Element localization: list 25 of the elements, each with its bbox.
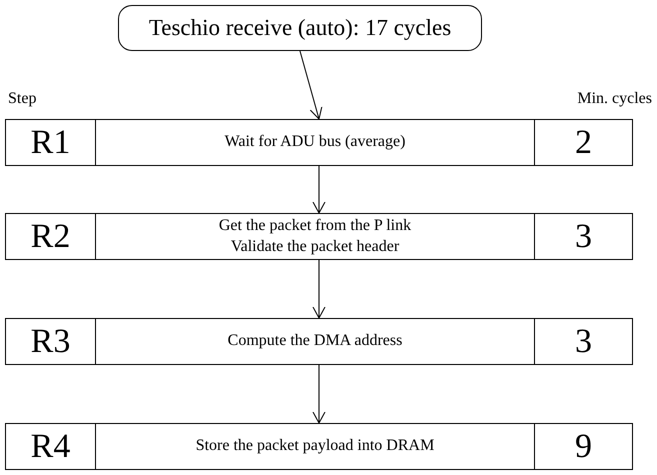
column-heading: Min. cycles	[577, 90, 652, 108]
step-description: Validate the packet header	[230, 236, 400, 256]
arrow	[312, 260, 326, 318]
step-row	[5, 119, 633, 166]
column-heading: Step	[8, 90, 36, 108]
start-text: Teschio receive (auto): 17 cycles	[148, 15, 452, 41]
step-row	[5, 318, 633, 365]
step-description: Store the packet payload into DRAM	[196, 436, 434, 456]
arrow	[300, 50, 322, 120]
cycle-count: 9	[575, 428, 592, 466]
step-id: R3	[30, 322, 70, 360]
step-description: Get the packet from the P link	[218, 216, 412, 236]
arrow	[312, 166, 326, 214]
arrow	[312, 364, 326, 424]
cycle-count: 3	[575, 218, 592, 256]
step-id: R4	[30, 428, 70, 466]
cycle-count: 2	[575, 124, 592, 162]
step-id: R2	[30, 218, 70, 256]
step-description: Compute the DMA address	[228, 331, 402, 352]
step-description: Wait for ADU bus (average)	[224, 132, 406, 152]
step-id: R1	[30, 124, 70, 162]
step-row	[5, 423, 633, 470]
step-row	[5, 213, 633, 260]
start-box	[118, 5, 482, 51]
cycle-count: 3	[575, 322, 592, 360]
